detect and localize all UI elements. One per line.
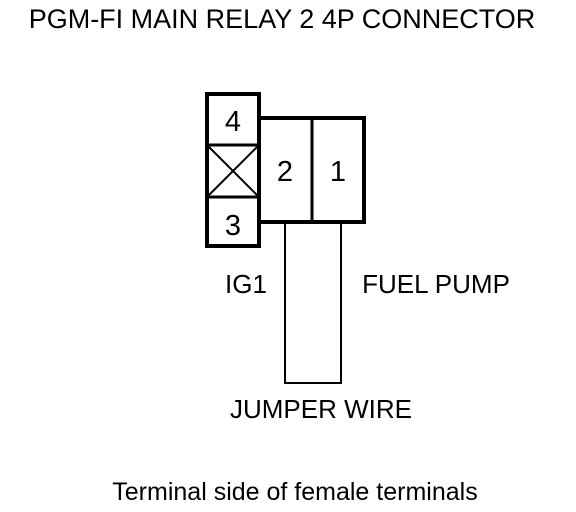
diagram-title: PGM-FI MAIN RELAY 2 4P CONNECTOR	[29, 4, 536, 34]
jumper-wire-loop	[284, 222, 342, 384]
pin-4-label: 4	[225, 106, 241, 138]
connector-main-body	[257, 116, 366, 224]
fuel-pump-label: FUEL PUMP	[362, 269, 510, 299]
pin-2-label: 2	[277, 156, 293, 188]
blank-cavity-cross-b	[208, 146, 258, 196]
footer-caption: Terminal side of female terminals	[112, 478, 477, 506]
ig1-label: IG1	[225, 269, 267, 299]
connector-left-column	[205, 92, 261, 248]
pin-3-label: 3	[225, 210, 241, 242]
jumper-wire-label: JUMPER WIRE	[230, 394, 412, 424]
pin-1-label: 1	[330, 156, 346, 188]
